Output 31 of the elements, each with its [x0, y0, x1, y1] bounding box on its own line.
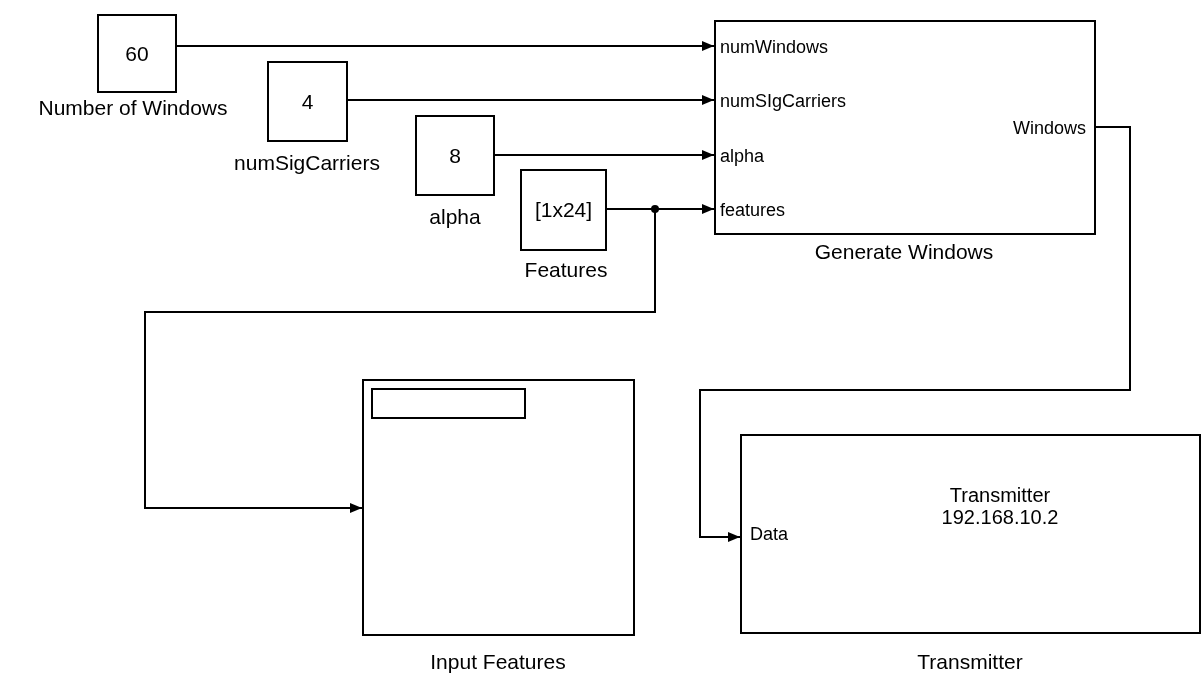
block-name: Features	[524, 258, 608, 282]
port-label: features	[720, 199, 786, 221]
display-bar	[371, 388, 526, 419]
block-name: numSigCarriers	[234, 151, 380, 175]
constant-block	[415, 115, 495, 196]
block-name: Transmitter	[917, 650, 1023, 673]
block-value: 60	[124, 42, 150, 65]
block-value: 8	[448, 144, 462, 167]
port-label: Data	[750, 523, 789, 545]
subsystem-block	[714, 20, 1096, 235]
block-label: Transmitter 192.168.10.2	[940, 484, 1060, 528]
constant-block	[520, 169, 607, 251]
block-name: alpha	[429, 205, 481, 229]
port-label: numWindows	[720, 36, 829, 58]
block-value: 4	[300, 90, 315, 113]
port-label: numSIgCarriers	[720, 90, 847, 112]
transmitter-block	[740, 434, 1201, 634]
signal-arrow	[347, 95, 715, 105]
signal-arrow	[144, 208, 656, 513]
block-value: [1x24]	[533, 199, 594, 221]
constant-block	[97, 14, 177, 93]
signal-arrow	[176, 41, 715, 51]
port-label: Windows	[1012, 117, 1086, 139]
block-name: Input Features	[430, 650, 566, 673]
block-name: Number of Windows	[38, 96, 228, 120]
port-label: alpha	[720, 145, 765, 167]
constant-block	[267, 61, 348, 142]
signal-arrow	[699, 126, 1131, 542]
signal-arrow	[494, 150, 715, 160]
scope-block	[362, 379, 635, 636]
block-name: Generate Windows	[814, 240, 994, 264]
